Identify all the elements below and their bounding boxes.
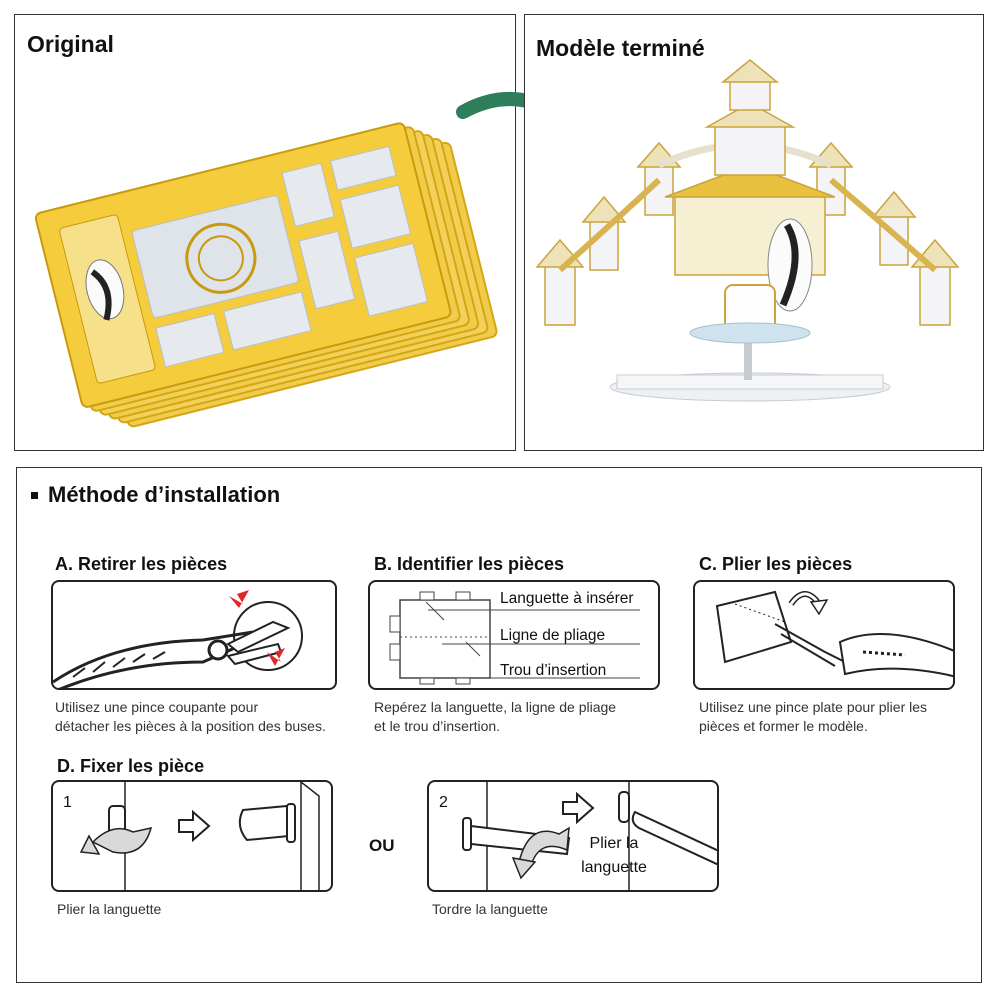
step-d-option2-box: 2 Plier la languette xyxy=(427,780,719,892)
twist-arrow-icon xyxy=(518,826,570,867)
bullet-icon xyxy=(31,491,38,499)
step-a-box xyxy=(51,580,337,690)
option1-number: 1 xyxy=(63,794,72,811)
label-fold-line: Ligne de pliage xyxy=(500,627,606,644)
fold-tab-diagram-icon xyxy=(79,782,320,890)
step-a-caption: Utilisez une pince coupante pour détache… xyxy=(55,699,326,734)
cut-point-bottom-icon xyxy=(267,648,285,666)
finished-title: Modèle terminé xyxy=(536,35,705,61)
label-tab: Languette à insérer xyxy=(500,590,634,607)
label-insertion-hole: Trou d’insertion xyxy=(500,662,607,679)
step-b-caption: Repérez la languette, la ligne de pliage… xyxy=(374,699,617,734)
step-b-title: B. Identifier les pièces xyxy=(374,554,565,574)
right-arrow-2-icon xyxy=(562,791,595,825)
rotate-arrow-icon xyxy=(91,826,153,854)
step-d-title: D. Fixer les pièce xyxy=(57,756,205,776)
cut-point-top-icon xyxy=(229,590,249,608)
method-panel: Méthode d’installation A. Retirer les pi… xyxy=(16,467,982,983)
step-b-box: Languette à insérer Ligne de pliage Trou… xyxy=(368,580,660,690)
cutting-pliers-icon xyxy=(53,590,303,688)
method-title-text: Méthode d’installation xyxy=(48,482,281,507)
step-c-caption: Utilisez une pince plate pour plier les … xyxy=(699,699,928,734)
original-panel: Original xyxy=(14,14,516,451)
twist-tab-diagram-icon xyxy=(462,782,717,890)
option2-number: 2 xyxy=(439,794,448,811)
option2-caption: Tordre la languette xyxy=(432,901,548,917)
option1-caption: Plier la languette xyxy=(57,901,162,917)
step-c-title: C. Plier les pièces xyxy=(699,554,853,574)
part-diagram-icon xyxy=(389,591,640,685)
step-d-option1-box: 1 xyxy=(51,780,333,892)
step-c-box xyxy=(693,580,955,690)
step-a-title: A. Retirer les pièces xyxy=(55,554,228,574)
method-title: Méthode d’installation xyxy=(31,482,280,508)
metal-sheets-image xyxy=(34,122,498,428)
right-arrow-icon xyxy=(178,809,211,843)
original-title: Original xyxy=(27,31,114,57)
finished-model-image xyxy=(535,59,960,402)
or-label: OU xyxy=(369,836,395,855)
plier-tab-label: Plier la languette xyxy=(581,835,647,876)
finished-panel: Modèle terminé xyxy=(524,14,984,451)
flat-pliers-icon xyxy=(715,590,953,678)
